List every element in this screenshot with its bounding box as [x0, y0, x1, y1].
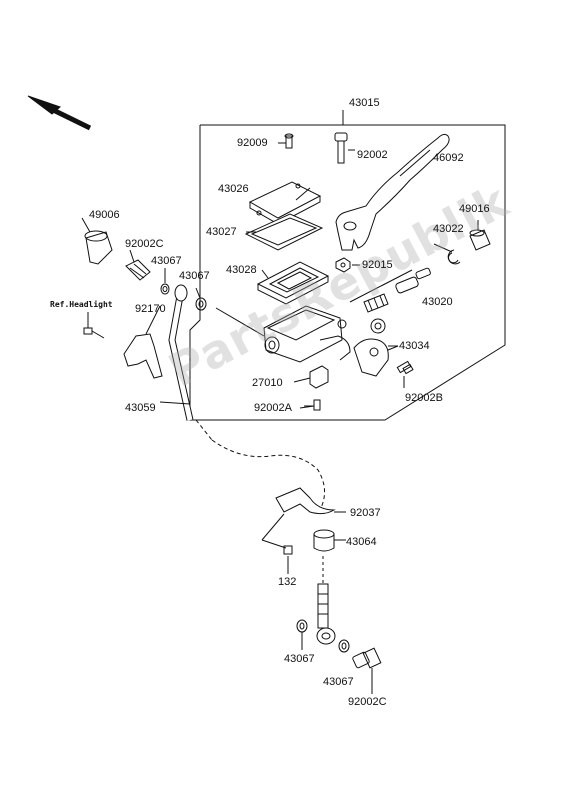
label-92002c-bottom: 92002C — [348, 696, 387, 708]
label-ref-headlight: Ref.Headlight — [50, 300, 113, 309]
switch-27010-icon — [293, 365, 329, 389]
bolt-132-icon — [261, 513, 293, 574]
piston-kit-43020-icon — [349, 267, 431, 313]
screw-92002b-icon — [396, 360, 414, 375]
label-43026: 43026 — [218, 183, 249, 195]
label-43027: 43027 — [206, 226, 237, 238]
circlip-43022-icon — [447, 249, 461, 265]
brake-hose-43059-icon — [159, 284, 325, 511]
washer-43067-d-icon — [338, 639, 350, 653]
label-92015: 92015 — [362, 259, 393, 271]
master-cylinder-body-icon — [215, 305, 351, 363]
label-49006: 49006 — [89, 209, 120, 221]
label-43015: 43015 — [349, 97, 380, 109]
label-43028: 43028 — [226, 264, 257, 276]
nut-92015-icon — [335, 257, 351, 273]
grommet-43064-icon — [313, 529, 346, 552]
bracket-43034-icon — [353, 338, 399, 377]
label-43067-b: 43067 — [179, 270, 210, 282]
screw-92009-icon — [278, 133, 294, 149]
label-43064: 43064 — [346, 536, 377, 548]
label-27010: 27010 — [252, 377, 283, 389]
bolt-92002c-top-icon — [125, 259, 151, 281]
washer-43067-b-icon — [195, 297, 207, 311]
leader-lines — [129, 187, 479, 409]
label-43020: 43020 — [422, 296, 453, 308]
label-43067-a: 43067 — [151, 255, 182, 267]
clamp-92170-icon — [123, 305, 163, 379]
washer-43067-c-icon — [296, 619, 308, 650]
label-46092: 46092 — [433, 152, 464, 164]
bolt-ref-headlight-icon — [83, 312, 105, 339]
diaphragm-plate-43027-icon — [244, 213, 324, 251]
assembly-frame-43015 — [189, 110, 506, 421]
front-direction-arrow-icon — [27, 95, 92, 131]
label-43022: 43022 — [433, 223, 464, 235]
banjo-fitting-icon — [316, 556, 336, 645]
label-92002c-top: 92002C — [125, 238, 164, 250]
label-92037: 92037 — [350, 507, 381, 519]
gear-icon — [370, 318, 386, 334]
bolt-92002c-bottom-icon — [352, 647, 382, 694]
label-132: 132 — [278, 576, 297, 588]
boot-49016-icon — [469, 229, 491, 251]
diaphragm-43028-icon — [256, 261, 330, 305]
bolt-92002-icon — [334, 132, 355, 164]
label-43059: 43059 — [125, 402, 156, 414]
label-92002: 92002 — [357, 149, 388, 161]
label-92009: 92009 — [237, 137, 268, 149]
brake-lever-46092-icon — [335, 133, 450, 251]
label-92002b: 92002B — [405, 392, 443, 404]
label-43067-c: 43067 — [284, 653, 315, 665]
grip-end-49006-icon — [81, 217, 113, 265]
label-43067-d: 43067 — [323, 676, 354, 688]
screw-92002a-icon — [304, 399, 321, 411]
label-43034: 43034 — [399, 340, 430, 352]
label-49016: 49016 — [459, 203, 490, 215]
label-92170: 92170 — [135, 303, 166, 315]
clamp-92037-icon — [275, 487, 346, 515]
label-92002a: 92002A — [254, 402, 292, 414]
washer-43067-a-icon — [160, 283, 170, 295]
